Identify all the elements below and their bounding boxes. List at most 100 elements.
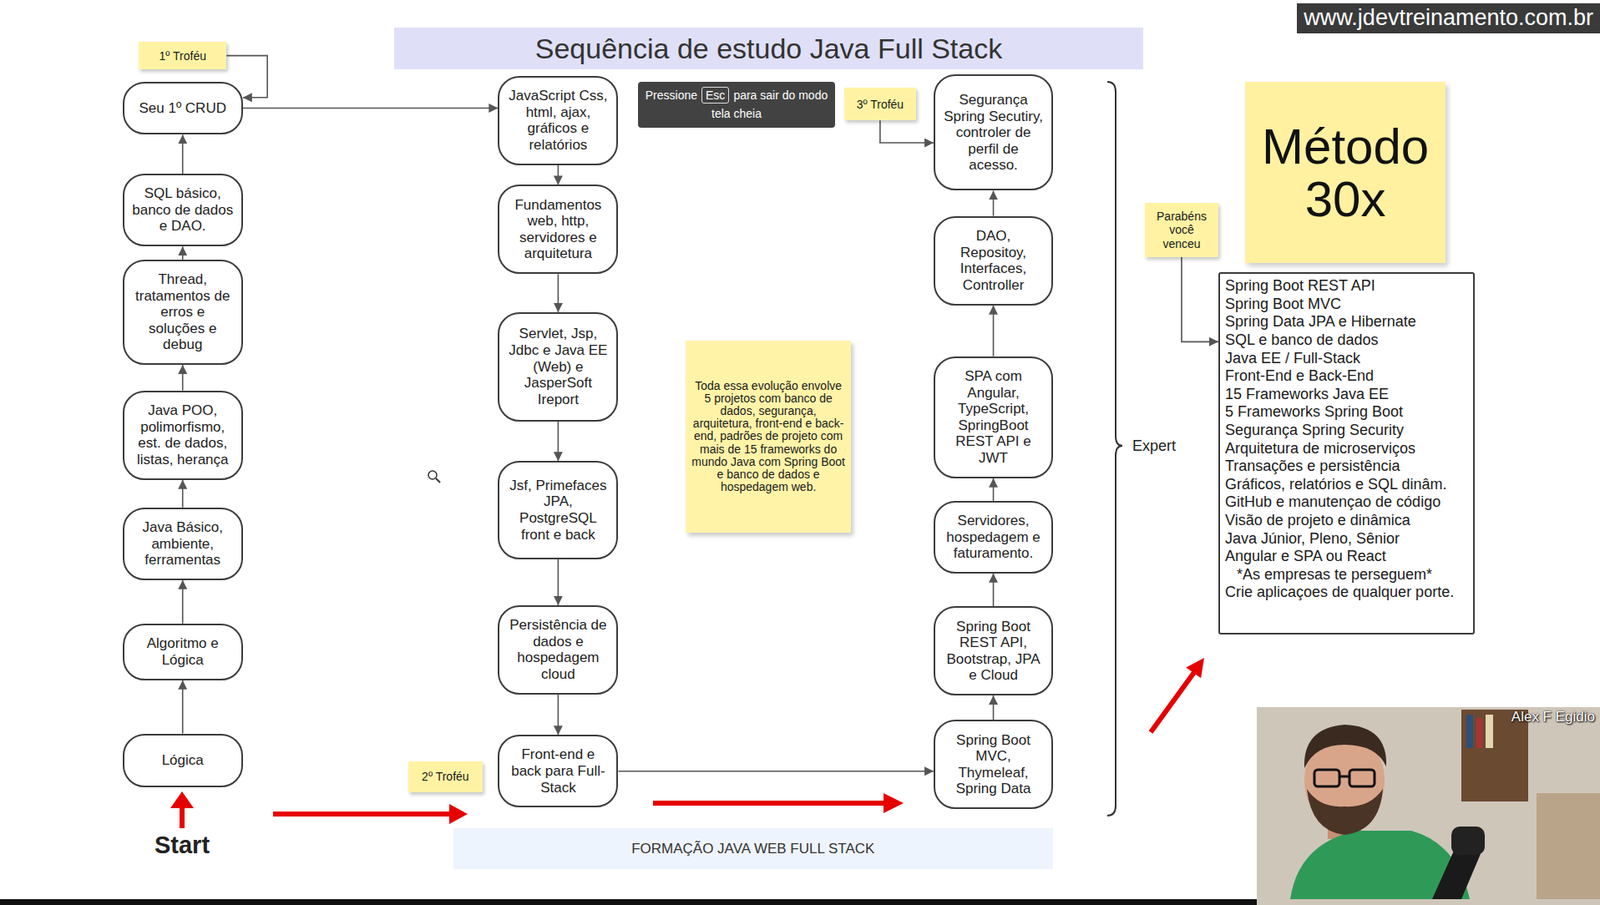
sticky-note: Parabéns você venceu (1144, 202, 1219, 258)
node-text: SQL básico, banco de dados e DAO. (131, 185, 235, 235)
process-box: Spring Boot MVC, Thymeleaf, Spring Data (933, 719, 1054, 810)
title-band: Sequência de estudo Java Full Stack (394, 27, 1144, 70)
key-cap: Esc (701, 86, 730, 104)
webcam-wall (1256, 707, 1600, 905)
node-text: Thread, tratamentos de erros e soluções … (131, 271, 235, 354)
node-text: DAO, Repositoy, Interfaces, Controller (941, 227, 1045, 294)
connector-arrow (557, 694, 560, 735)
brace (1107, 81, 1123, 816)
connector-arrow (617, 770, 934, 773)
sticky-note: 2º Troféu (408, 761, 483, 794)
node-text: Toda essa evolução envolve 5 projetos co… (691, 379, 846, 494)
process-box: DAO, Repositoy, Interfaces, Controller (933, 216, 1054, 306)
node-text: SPA com Angular, TypeScript, SpringBoot … (941, 368, 1045, 466)
connector-arrow (880, 120, 934, 143)
node-text: Spring Boot REST API, Bootstrap, JPA e C… (941, 618, 1045, 684)
connector-arrow (557, 165, 560, 186)
beard (1306, 789, 1383, 836)
node-text: Servlet, Jsp, Jdbc e Java EE (Web) e Jas… (506, 325, 610, 408)
connector-arrow (182, 246, 184, 260)
watermark: www.jdevtreinamento.com.br (1296, 3, 1600, 34)
list-item: Crie aplicaçoes de qualquer porte. (1225, 583, 1454, 603)
webcam (1256, 707, 1600, 905)
list-item: *As empresas te perseguem* (1225, 566, 1433, 585)
list-item: Spring Data JPA e Hibernate (1225, 313, 1417, 332)
node-text: Seu 1º CRUD (138, 100, 226, 117)
book (1485, 714, 1494, 749)
connector-arrow (992, 695, 995, 720)
red-arrow-head (170, 791, 194, 809)
node-text: Método 30x (1253, 120, 1438, 226)
glasses (1339, 775, 1350, 779)
process-box: Front-end e back para Full-Stack (497, 734, 618, 808)
node-text: Lógica (162, 752, 204, 770)
connector-arrow (557, 421, 560, 462)
process-box: Fundamentos web, http, servidores e arqu… (497, 184, 618, 274)
process-box: SQL básico, banco de dados e DAO. (122, 173, 244, 247)
node-text: Spring Boot MVC, Thymeleaf, Spring Data (941, 732, 1045, 798)
node-text: Persistência de dados e hospedagem cloud (506, 617, 610, 683)
red-arrow-head (1185, 658, 1205, 679)
list-item: Angular e SPA ou React (1225, 547, 1387, 567)
process-box: Servlet, Jsp, Jdbc e Java EE (Web) e Jas… (497, 312, 618, 422)
list-item: 15 Frameworks Java EE (1225, 385, 1389, 405)
list-item: Segurança Spring Security (1225, 421, 1404, 441)
fullscreen-toast: PressioneEscpara sair do modo tela cheia (637, 81, 836, 128)
node-text: Java Básico, ambiente, ferramentas (131, 519, 235, 569)
bracket-label: Expert (1132, 437, 1176, 456)
list-item: Java Júnior, Pleno, Sênior (1225, 530, 1400, 549)
toast-text: Pressione (645, 88, 698, 102)
book (1466, 714, 1474, 749)
list-item: Visão de projeto e dinâmica (1225, 511, 1411, 531)
node-text: Segurança Spring Secutiry, controler de … (941, 91, 1045, 174)
process-box: Segurança Spring Secutiry, controler de … (933, 74, 1054, 191)
note-box: Toda essa evolução envolve 5 projetos co… (685, 340, 851, 533)
process-box: SPA com Angular, TypeScript, SpringBoot … (933, 356, 1054, 479)
process-box: Persistência de dados e hospedagem cloud (497, 605, 618, 695)
red-arrow (273, 811, 451, 817)
node-text: 2º Troféu (421, 769, 469, 784)
red-arrow-head (449, 804, 468, 825)
connector-arrow (992, 305, 995, 357)
red-arrow-head (883, 793, 904, 814)
list-item: Arquitetura de microserviços (1225, 440, 1416, 459)
connector-arrow (992, 478, 995, 502)
node-text: Fundamentos web, http, servidores e arqu… (506, 197, 610, 263)
node-text: Jsf, Primefaces JPA, PostgreSQL front e … (506, 477, 610, 543)
connector-arrow (557, 559, 560, 606)
hair (1304, 724, 1387, 769)
connector-arrow (1181, 257, 1219, 342)
node-text: Parabéns você venceu (1149, 209, 1215, 250)
process-box: Spring Boot REST API, Bootstrap, JPA e C… (933, 606, 1054, 696)
glasses (1349, 769, 1375, 787)
node-text: Java POO, polimorfismo, est. de dados, l… (131, 402, 235, 468)
process-box: Servidores, hospedagem e faturamento. (933, 501, 1054, 574)
node-text: Servidores, hospedagem e faturamento. (941, 512, 1045, 563)
red-arrow (653, 800, 886, 806)
connector-arrow (182, 134, 184, 174)
start-label: Start (154, 831, 210, 860)
connector-arrow (182, 480, 184, 508)
method-note: Método 30x (1245, 81, 1447, 264)
list-box: Spring Boot REST APISpring Boot MVCSprin… (1218, 272, 1475, 635)
connector-arrow (182, 364, 184, 391)
node-text: Front-end e back para Full-Stack (506, 746, 610, 796)
red-arrow (179, 805, 185, 829)
zoom-cursor (435, 478, 441, 483)
microphone (1451, 826, 1485, 856)
book (1476, 718, 1483, 749)
list-item: Spring Boot MVC (1225, 295, 1342, 314)
list-item: SQL e banco de dados (1225, 331, 1378, 350)
list-item: Transações e persistência (1225, 457, 1400, 476)
list-item: Spring Boot REST API (1225, 277, 1376, 296)
glasses (1314, 769, 1340, 787)
process-box: JavaScript Css, html, ajax, gráficos e r… (497, 75, 618, 166)
node-text: FORMAÇÃO JAVA WEB FULL STACK (631, 840, 875, 858)
node-text: Algoritmo e Lógica (131, 635, 235, 669)
sofa (1536, 793, 1600, 900)
process-box: Thread, tratamentos de erros e soluções … (122, 259, 244, 365)
presenter-name: Alex F Egidio (1511, 708, 1595, 726)
process-box: Algoritmo e Lógica (122, 623, 244, 681)
process-box: Lógica (122, 734, 244, 789)
